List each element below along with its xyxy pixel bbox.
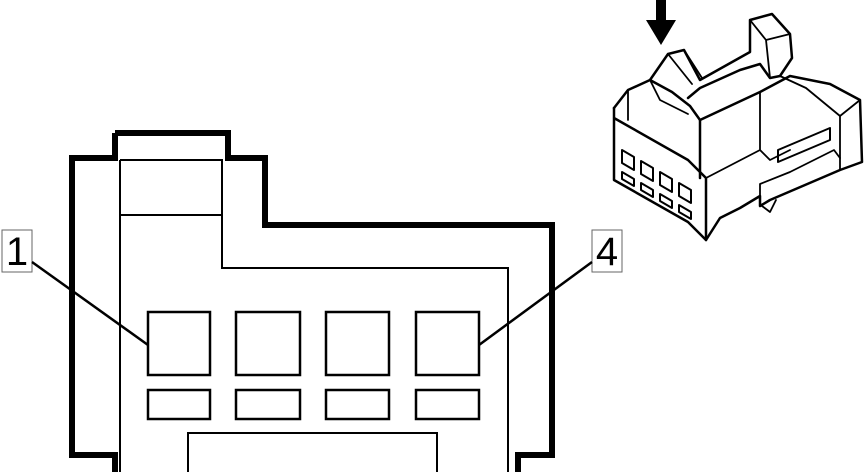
pin-label-4: 4 [596,230,618,274]
iso-cavities [621,149,692,220]
iso-side-slot [777,127,831,163]
connector-front-view [69,130,555,472]
pin-label-4-group: 4 [478,229,623,347]
housing-inner-outline [119,159,509,472]
lock-slot-3 [324,388,391,421]
iso-latch-ridge [667,19,791,85]
pin-label-1: 1 [6,230,28,274]
lock-slot-4 [414,388,481,421]
housing-outline [69,130,555,472]
pin-label-1-box [1,229,33,273]
terminal-cavity-1 [146,310,212,377]
iso-lower-ledge [759,149,841,213]
lock-slot-1 [146,388,212,421]
connector-3d-icon [612,12,864,242]
lock-slot-2 [234,388,302,421]
terminal-cavity-3 [324,310,391,377]
bottom-latch-window [187,432,438,472]
arrow-down-icon [646,0,676,45]
leader-line-1 [31,260,149,347]
leader-line-4 [478,260,593,347]
pin-label-4-box [591,229,623,273]
terminal-cavity-2 [234,310,302,377]
iso-top-cap-inner [627,79,689,121]
iso-right-body [698,74,864,242]
pin-label-1-group: 1 [1,229,149,347]
terminal-cavity-4 [414,310,481,377]
iso-right-inner [705,75,861,179]
